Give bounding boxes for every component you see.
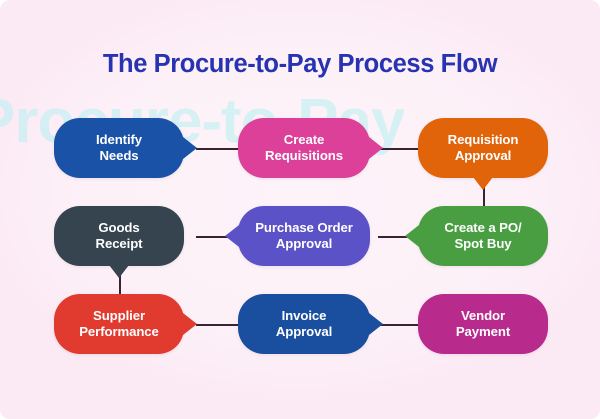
node-identify-needs[interactable]: Identify Needs (54, 118, 197, 178)
node-label: Create Requisitions (265, 131, 343, 164)
connector-identify-to-create (196, 148, 242, 150)
pointer-down-icon (109, 265, 129, 278)
pointer-right-icon (369, 313, 383, 335)
pointer-right-icon (183, 137, 197, 159)
pointer-down-icon (473, 177, 493, 190)
node-label: Invoice Approval (275, 307, 333, 340)
node-requisition-approval[interactable]: Requisition Approval (418, 118, 548, 190)
node-label: Create a PO/ Spot Buy (444, 219, 522, 252)
connector-invoice-approval-to-vendor-payment (378, 324, 423, 326)
node-create-requisitions[interactable]: Create Requisitions (238, 118, 383, 178)
connector-create-po-to-purchase-order-approval (378, 236, 423, 238)
node-vendor-payment[interactable]: Vendor Payment (418, 294, 548, 354)
node-invoice-approval[interactable]: Invoice Approval (238, 294, 383, 354)
node-label: Purchase Order Approval (255, 219, 353, 252)
connector-create-to-requisition-approval (378, 148, 423, 150)
pointer-right-icon (183, 313, 197, 335)
node-label: Identify Needs (95, 131, 143, 164)
connector-goods-receipt-to-supplier-performance (119, 262, 121, 296)
node-label: Supplier Performance (79, 307, 159, 340)
pointer-right-icon (369, 137, 383, 159)
node-goods-receipt[interactable]: Goods Receipt (54, 206, 184, 278)
node-label: Requisition Approval (447, 131, 519, 164)
node-purchase-order-approval[interactable]: Purchase Order Approval (225, 206, 370, 266)
connector-requisition-approval-to-create-po (483, 174, 485, 208)
node-label: Goods Receipt (95, 219, 143, 252)
node-label: Vendor Payment (455, 307, 511, 340)
pointer-left-icon (225, 225, 239, 247)
connector-supplier-performance-to-invoice-approval (196, 324, 242, 326)
pointer-left-icon (405, 225, 419, 247)
node-create-a-po-spot-buy[interactable]: Create a PO/ Spot Buy (405, 206, 548, 266)
node-supplier-performance[interactable]: Supplier Performance (54, 294, 197, 354)
page-title: The Procure-to-Pay Process Flow (102, 50, 498, 78)
connector-purchase-order-approval-to-goods-receipt (196, 236, 242, 238)
